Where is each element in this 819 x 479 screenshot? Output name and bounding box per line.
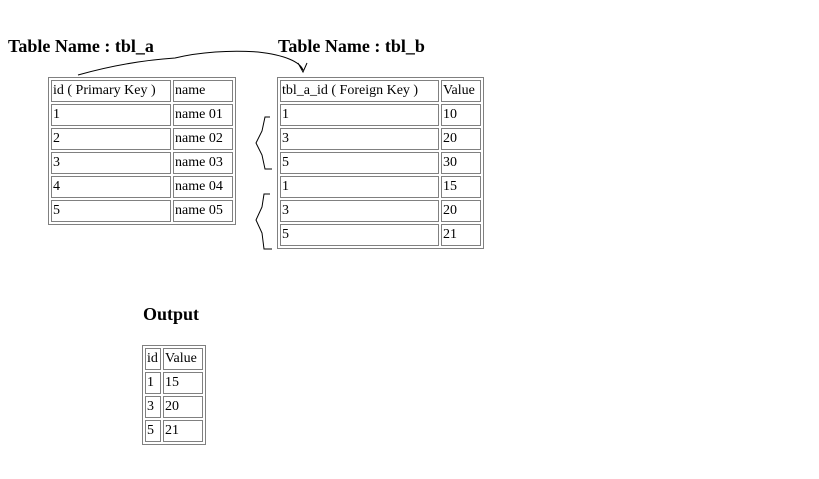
table-row: 2 name 02 — [51, 128, 233, 150]
table-cell: 3 — [51, 152, 171, 174]
table-header-cell: tbl_a_id ( Foreign Key ) — [280, 80, 439, 102]
table-cell: 21 — [441, 224, 481, 246]
table-b-title: Table Name : tbl_b — [278, 36, 425, 56]
table-cell: 3 — [280, 200, 439, 222]
table-row: 1 10 — [280, 104, 481, 126]
table-cell: 5 — [145, 420, 161, 442]
table-header-cell: Value — [163, 348, 203, 370]
group-brace-2 — [255, 193, 272, 250]
table-cell: name 05 — [173, 200, 233, 222]
table-header-row: tbl_a_id ( Foreign Key ) Value — [280, 80, 481, 102]
table-header-cell: Value — [441, 80, 481, 102]
table-cell: name 01 — [173, 104, 233, 126]
table-cell: 20 — [441, 128, 481, 150]
table-cell: 10 — [441, 104, 481, 126]
table-cell: 5 — [280, 224, 439, 246]
table-cell: 21 — [163, 420, 203, 442]
table-row: 5 21 — [280, 224, 481, 246]
table-cell: 3 — [145, 396, 161, 418]
table-header-cell: id ( Primary Key ) — [51, 80, 171, 102]
table-row: 3 20 — [280, 200, 481, 222]
table-cell: name 03 — [173, 152, 233, 174]
table-row: 3 20 — [280, 128, 481, 150]
table-cell: 1 — [145, 372, 161, 394]
table-header-row: id ( Primary Key ) name — [51, 80, 233, 102]
table-cell: 20 — [163, 396, 203, 418]
table-cell: 2 — [51, 128, 171, 150]
table-cell: 4 — [51, 176, 171, 198]
table-row: 5 30 — [280, 152, 481, 174]
table-row: 5 21 — [145, 420, 203, 442]
table-row: 3 20 — [145, 396, 203, 418]
table-header-cell: id — [145, 348, 161, 370]
table-a-title: Table Name : tbl_a — [8, 36, 154, 56]
table-cell: 20 — [441, 200, 481, 222]
table-cell: name 02 — [173, 128, 233, 150]
table-cell: 1 — [280, 104, 439, 126]
table-row: 1 15 — [280, 176, 481, 198]
table-cell: 3 — [280, 128, 439, 150]
table-cell: 5 — [51, 200, 171, 222]
table-cell: 1 — [280, 176, 439, 198]
table-b: tbl_a_id ( Foreign Key ) Value 1 10 3 20… — [277, 77, 484, 249]
table-a: id ( Primary Key ) name 1 name 01 2 name… — [48, 77, 236, 225]
table-cell: 30 — [441, 152, 481, 174]
table-row: 5 name 05 — [51, 200, 233, 222]
table-cell: 1 — [51, 104, 171, 126]
table-row: 1 name 01 — [51, 104, 233, 126]
output-table: id Value 1 15 3 20 5 21 — [142, 345, 206, 445]
table-row: 3 name 03 — [51, 152, 233, 174]
table-header-cell: name — [173, 80, 233, 102]
table-row: 4 name 04 — [51, 176, 233, 198]
table-header-row: id Value — [145, 348, 203, 370]
table-row: 1 15 — [145, 372, 203, 394]
table-cell: name 04 — [173, 176, 233, 198]
output-title: Output — [143, 304, 200, 324]
group-brace-1 — [255, 116, 272, 170]
table-cell: 15 — [163, 372, 203, 394]
table-cell: 5 — [280, 152, 439, 174]
table-cell: 15 — [441, 176, 481, 198]
